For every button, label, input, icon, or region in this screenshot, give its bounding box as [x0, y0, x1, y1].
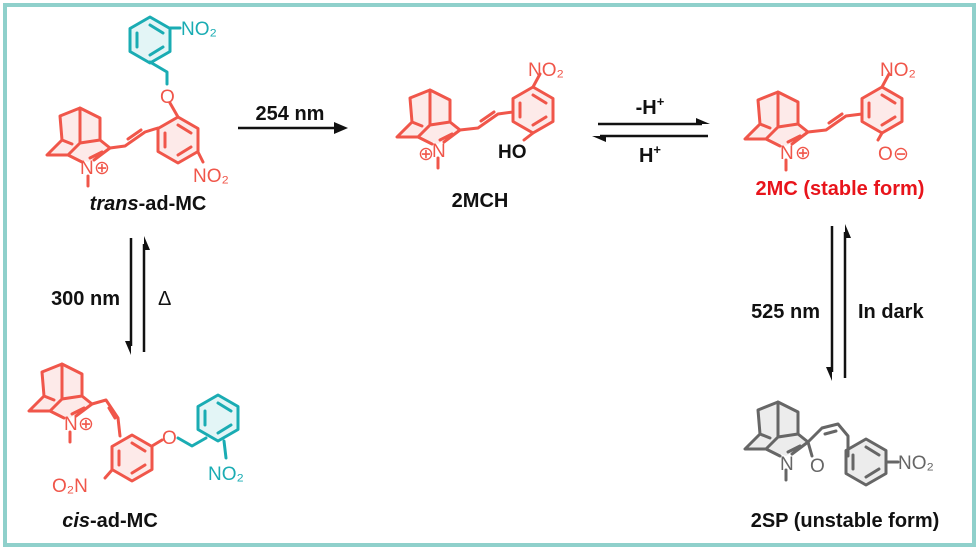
arrow-label-525nm: 525 nm: [751, 301, 820, 323]
oxygen-atom: O: [160, 87, 175, 108]
2mch-structure: NO₂ HO ⊕ N: [395, 60, 564, 170]
frame-border: [3, 3, 976, 547]
phenyl-ring: [156, 115, 200, 165]
phenol-ring: [511, 85, 555, 135]
arrow-label-300nm: 300 nm: [51, 288, 120, 310]
nitro-group: NO₂: [208, 464, 244, 485]
arrow-254nm: 254 nm: [238, 103, 348, 134]
oxygen-atom: O: [162, 428, 177, 449]
cis-ad-mc-label: cis-ad-MC: [62, 510, 158, 532]
nitro-group: NO₂: [181, 19, 217, 40]
protonation-label: H+: [639, 142, 661, 167]
negative-charge: ⊖: [893, 144, 909, 165]
trans-ad-mc-label: trans-ad-MC: [90, 193, 207, 215]
nitro-group: NO₂: [193, 166, 229, 187]
nitrogen-atom: N: [780, 143, 794, 164]
2sp-label: 2SP (unstable form): [751, 510, 940, 532]
arrow-label-254nm: 254 nm: [256, 103, 325, 125]
cis-ad-mc-structure: O N ⊕ O₂N NO₂: [27, 362, 244, 497]
arrow-label-dark: In dark: [858, 301, 924, 323]
arrow-label-heat: Δ: [158, 288, 171, 310]
nitrobenzyl-ring: [196, 393, 240, 443]
nitrogen-atom: N: [64, 414, 78, 435]
2sp-structure: O N NO₂: [743, 400, 934, 487]
2mch-label: 2MCH: [452, 190, 509, 212]
positive-charge: ⊕: [418, 144, 434, 165]
positive-charge: ⊕: [94, 158, 110, 179]
positive-charge: ⊕: [795, 143, 811, 164]
2mc-label: 2MC (stable form): [756, 178, 925, 200]
nitrogen-atom: N: [80, 158, 94, 179]
nitro-group: NO₂: [898, 453, 934, 474]
trans-cis-arrows: 300 nm Δ: [51, 236, 171, 355]
benzopyran-ring: [844, 437, 888, 487]
trans-ad-mc-structure: O N ⊕ NO₂ NO₂: [45, 15, 229, 188]
protonation-equilibrium-arrows: -H+ H+: [592, 94, 710, 167]
phenyl-ring: [110, 433, 154, 483]
2mc-structure: NO₂ O ⊖ N ⊕: [743, 60, 916, 172]
nitrogen-atom: N: [432, 141, 446, 162]
nitro-group: NO₂: [880, 60, 916, 81]
pyran-oxygen: O: [810, 456, 825, 477]
nitro-group: O₂N: [52, 476, 88, 497]
nitrogen-atom: N: [780, 454, 794, 475]
nitro-group: NO₂: [528, 60, 564, 81]
phenolate-ring: [860, 85, 904, 135]
deprotonation-label: -H+: [636, 94, 665, 119]
positive-charge: ⊕: [78, 414, 94, 435]
mc-sp-arrows: 525 nm In dark: [751, 224, 924, 381]
phenolate-oxygen: O: [878, 144, 893, 165]
hydroxyl-group: HO: [498, 142, 527, 163]
nitrobenzyl-ring: [128, 15, 172, 65]
